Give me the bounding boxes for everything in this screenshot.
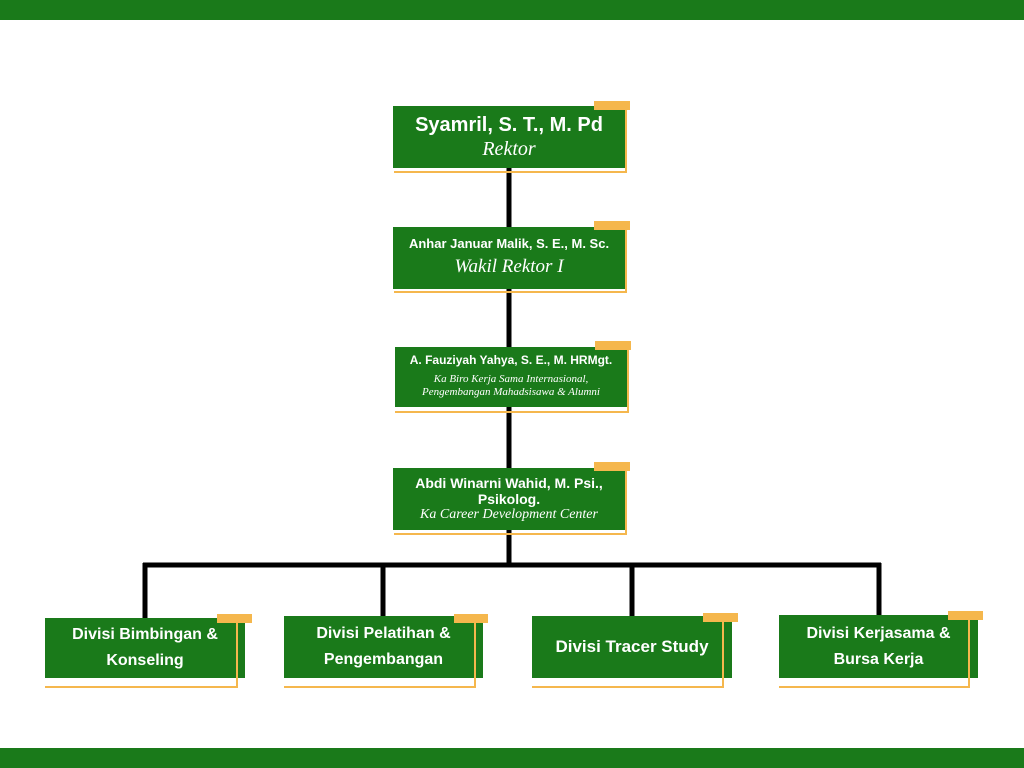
division-1-accent-base [45, 686, 238, 688]
wakil-box: Anhar Januar Malik, S. E., M. Sc. Wakil … [393, 227, 625, 289]
kabiro-role-line1: Ka Biro Kerja Sama Internasional, [433, 373, 589, 386]
division-2-line2: Pengembangan [323, 651, 444, 668]
top-banner [0, 0, 1024, 20]
rektor-accent-tab [594, 101, 630, 110]
wakil-accent-base [394, 291, 627, 293]
division-box-1: Divisi Bimbingan & Konseling [45, 618, 245, 678]
bottom-banner [0, 748, 1024, 768]
cdc-accent-base [394, 533, 627, 535]
rektor-role: Rektor [482, 137, 536, 160]
division-3-accent-base [532, 686, 724, 688]
division-box-4: Divisi Kerjasama & Bursa Kerja [779, 615, 978, 678]
kabiro-accent-base [395, 411, 629, 413]
division-2-line1: Divisi Pelatihan & [316, 625, 451, 642]
division-4-accent-tab [948, 611, 983, 620]
kabiro-accent-tab [595, 341, 631, 350]
division-1-line2: Konseling [106, 652, 184, 669]
division-box-2: Divisi Pelatihan & Pengembangan [284, 616, 483, 678]
division-2-accent-base [284, 686, 476, 688]
division-1-line1: Divisi Bimbingan & [72, 626, 218, 643]
cdc-accent-side [625, 471, 627, 535]
division-4-accent-base [779, 686, 970, 688]
division-1-accent-tab [217, 614, 252, 623]
cdc-name-line1: Abdi Winarni Wahid, M. Psi., [415, 474, 603, 491]
division-3-accent-tab [703, 613, 738, 622]
division-2-accent-tab [454, 614, 488, 623]
rektor-name: Syamril, S. T., M. Pd [415, 113, 603, 136]
cdc-box: Abdi Winarni Wahid, M. Psi., Psikolog. K… [393, 468, 625, 530]
cdc-accent-tab [594, 462, 630, 471]
rektor-box: Syamril, S. T., M. Pd Rektor [393, 106, 625, 168]
kabiro-name: A. Fauziyah Yahya, S. E., M. HRMgt. [409, 353, 613, 368]
kabiro-box: A. Fauziyah Yahya, S. E., M. HRMgt. Ka B… [395, 347, 627, 407]
wakil-name: Anhar Januar Malik, S. E., M. Sc. [408, 236, 610, 252]
division-4-accent-side [968, 619, 970, 687]
wakil-accent-tab [594, 221, 630, 230]
division-4-line2: Bursa Kerja [833, 650, 924, 668]
cdc-name-line2: Psikolog. [477, 490, 541, 507]
division-1-accent-side [236, 622, 238, 687]
rektor-accent-base [394, 171, 627, 173]
kabiro-accent-side [627, 350, 629, 413]
division-2-accent-side [474, 622, 476, 687]
rektor-accent-side [625, 110, 627, 173]
kabiro-role-line2: Pengembangan Mahadsisawa & Alumni [422, 386, 600, 399]
wakil-accent-side [625, 230, 627, 293]
division-box-3: Divisi Tracer Study [532, 616, 732, 678]
division-3-line1: Divisi Tracer Study [555, 637, 709, 656]
cdc-role: Ka Career Development Center [420, 506, 598, 522]
division-3-accent-side [722, 621, 724, 687]
wakil-role: Wakil Rektor I [454, 256, 564, 278]
division-4-line1: Divisi Kerjasama & [806, 624, 951, 642]
